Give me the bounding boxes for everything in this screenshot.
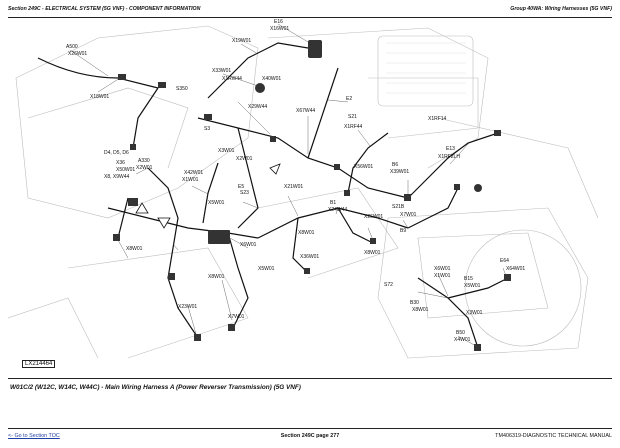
callout-label: X8W01 [298,230,315,236]
callout-label: B15 [464,276,473,282]
toc-link[interactable]: <- Go to Section TOC [8,433,60,439]
callout-label: S350 [176,86,188,92]
page-header: Section 249C - ELECTRICAL SYSTEM (5G VNF… [8,6,612,18]
callout-label: X29W44 [248,104,267,110]
harness-drawing: A500 X26W01 E16 X16W01 X19W01 X33W01 X1R… [8,19,599,359]
callout-label: X19W01 [232,38,251,44]
callout-label: X1RF44 [344,124,363,130]
footer-rule [8,428,612,429]
callout-label: X2W01 [136,165,153,171]
callout-labels: A500 X26W01 E16 X16W01 X19W01 X33W01 X1R… [66,19,525,343]
callout-label: E2 [346,96,352,102]
callout-label: X39W01 [390,169,409,175]
connectors [113,40,511,351]
callout-label: X26W01 [364,214,383,220]
callout-label: X1W01 [182,177,199,183]
callout-label: X56W01 [354,164,373,170]
caption-rule [8,378,612,379]
callout-label: X3W01 [466,310,483,316]
callout-label: X8W01 [412,307,429,313]
callout-label: B1 [330,200,336,206]
callout-label: X40W01 [262,76,281,82]
callout-label: X18W01 [90,94,109,100]
callout-label: S3 [204,126,210,132]
callout-label: X42W01 [184,170,203,176]
arrow-icons [135,163,281,229]
group-title: Group 40WA: Wiring Harnesses (5G VNF) [510,6,612,12]
callout-label: X8, X9W44 [104,174,130,180]
callout-label: X1RF14 [428,116,447,122]
callout-label: A500 [66,44,78,50]
page-number: Section 249C page 277 [280,433,340,439]
callout-label: A330 [138,158,150,164]
leader-lines [69,23,507,347]
callout-label: E5 [238,184,244,190]
callout-label: X3W01 [218,148,235,154]
callout-label: X1RF2LH [438,154,460,160]
callout-label: X33W01 [212,68,231,74]
callout-label: X24W44 [328,207,347,213]
callout-label: B30 [410,300,419,306]
callout-label: X64W01 [506,266,525,272]
callout-label: X1W01 [434,273,451,279]
callout-label: B50 [456,330,465,336]
callout-label: S21B [392,204,405,210]
section-title: Section 249C - ELECTRICAL SYSTEM (5G VNF… [8,6,201,12]
callout-label: E64 [500,258,509,264]
callout-label: X2W01 [236,156,253,162]
figure-reference-id: LX214464 [22,360,56,368]
callout-label: X7W01 [228,314,245,320]
callout-label: X36W01 [300,254,319,260]
figure-caption: W01C/2 (W12C, W14C, W44C) - Main Wiring … [10,384,301,391]
callout-label: X1RW44 [222,76,242,82]
callout-label: E16 [274,19,283,25]
callout-label: X8W01 [208,274,225,280]
callout-label: X50W01 [116,167,135,173]
callout-label: X6W01 [240,242,257,248]
callout-label: X36 [116,160,125,166]
callout-label: X26W01 [68,51,87,57]
callout-label: X5W01 [464,283,481,289]
callout-label: S23 [240,190,249,196]
callout-label: B6 [392,162,398,168]
callout-label: B9 [400,228,406,234]
callout-label: S72 [384,282,393,288]
callout-label: X5W01 [208,200,225,206]
callout-label: X16W01 [270,26,289,32]
callout-label: X21W01 [284,184,303,190]
hatching [386,42,466,94]
manual-id: TM406319-DIAGNOSTIC TECHNICAL MANUAL [495,433,612,439]
callout-label: S21 [348,114,357,120]
callout-label: X5W01 [258,266,275,272]
callout-label: X7W01 [400,212,417,218]
wiring-harness-diagram: A500 X26W01 E16 X16W01 X19W01 X33W01 X1R… [8,18,612,368]
header-rule [8,17,612,18]
callout-label: E13 [446,146,455,152]
tractor-outline [8,25,599,359]
callout-label: X23W01 [178,304,197,310]
callout-label: X67W44 [296,108,315,114]
callout-label: X8W01 [364,250,381,256]
callout-label: X4W01 [454,337,471,343]
callout-label: X8W01 [126,246,143,252]
harness-wires [37,42,509,349]
callout-label: X6W01 [434,266,451,272]
callout-label: D4, D5, D6 [104,150,129,156]
